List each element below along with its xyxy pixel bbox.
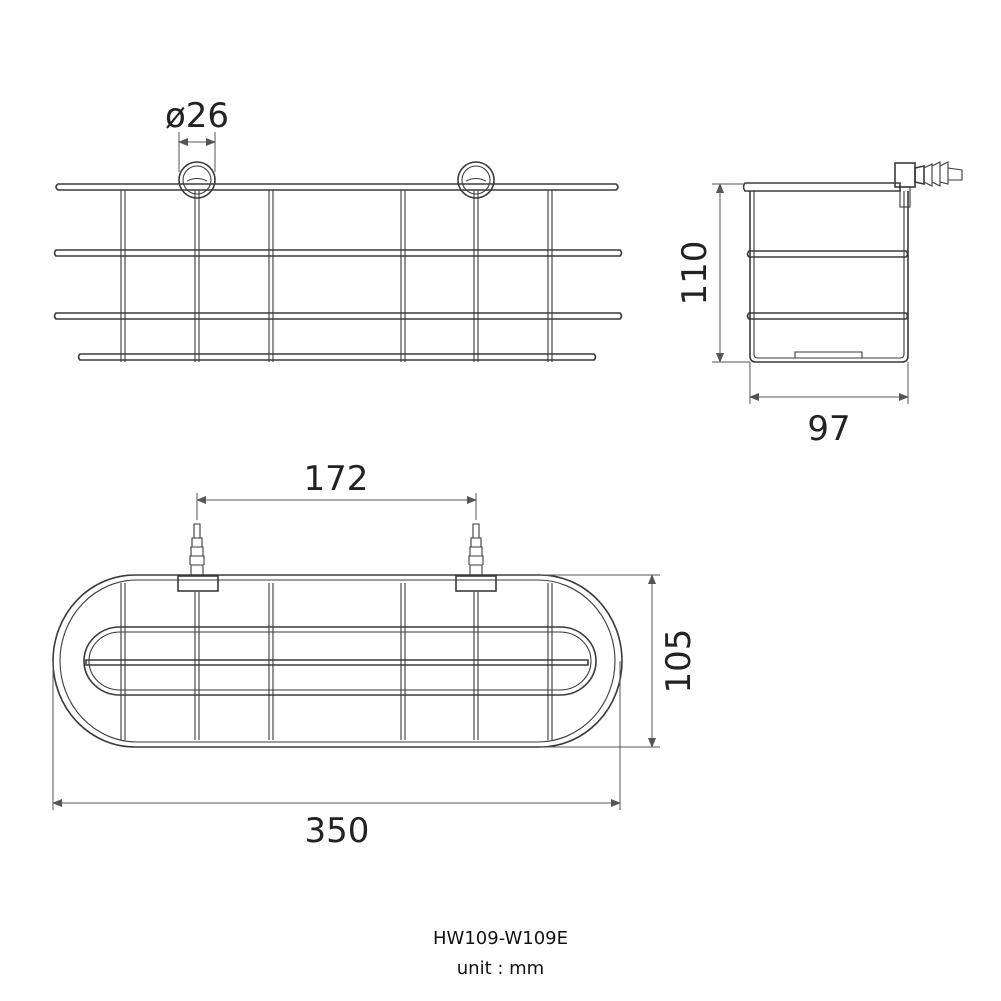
mount-spacing-label: 172	[304, 459, 369, 499]
dimension-hook-diameter: ø26	[165, 96, 229, 172]
dimension-height: 110	[675, 183, 750, 363]
depth-label: 97	[807, 409, 850, 449]
length-label: 350	[305, 811, 370, 851]
hook-diameter-label: ø26	[165, 96, 229, 136]
side-view: 110 97	[675, 161, 963, 449]
front-view: ø26	[53, 96, 623, 362]
height-label: 110	[675, 241, 715, 306]
plan-mount-left	[177, 523, 219, 592]
mount-cap-left	[178, 161, 216, 199]
dimension-mount-spacing: 172	[196, 459, 477, 520]
side-mount-bracket	[894, 161, 963, 208]
dimension-depth: 97	[749, 362, 909, 449]
plan-view: 172 105 350	[52, 459, 699, 851]
dimension-length: 350	[52, 661, 621, 851]
unit-note: unit : mm	[456, 958, 545, 979]
plan-depth-label: 105	[659, 629, 699, 694]
mount-cap-right	[457, 161, 495, 199]
model-number: HW109-W109E	[433, 928, 568, 949]
plan-mount-right	[455, 523, 497, 592]
dimension-plan-depth: 105	[540, 574, 699, 748]
